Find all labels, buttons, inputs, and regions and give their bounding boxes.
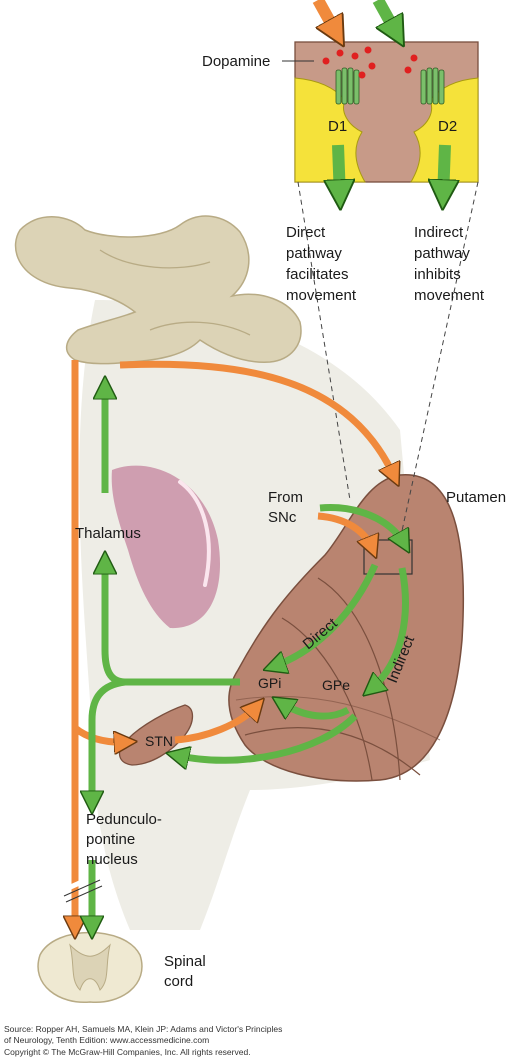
putamen-boundary: [244, 727, 421, 776]
spinal-cord-label-line2: cord: [164, 973, 193, 990]
gpi-label: GPi: [258, 675, 281, 691]
spinal-cord-label-line1: Spinal: [164, 953, 206, 970]
d1-output-arrow: [338, 144, 340, 198]
direct-caption-line4: movement: [286, 287, 357, 304]
indirect-caption-line1: Indirect: [414, 224, 464, 241]
d1-receptor-cell: [294, 77, 366, 183]
d2-channel-icon: [420, 67, 445, 105]
snc-d1-arrow: [317, 512, 373, 550]
putamen-boundary: [281, 617, 373, 781]
source-line1: Source: Ropper AH, Samuels MA, Klein JP:…: [4, 1024, 282, 1034]
cortex-shape: [14, 215, 302, 365]
dopamine-label: Dopamine: [202, 53, 270, 70]
inhibitory-input-arrow: [372, 0, 398, 36]
indirect-caption-line4: movement: [414, 287, 485, 304]
synapse-inset: [294, 0, 479, 198]
cortico-stn-arrow: [72, 725, 128, 742]
putamen-label: Putamen: [446, 489, 506, 506]
indirect-pathway-arrow: [370, 567, 409, 690]
dopamine-molecule-icons: [322, 46, 418, 79]
direct-caption-line3: facilitates: [286, 266, 349, 283]
spinal-cord-section: [37, 931, 143, 1003]
cortico-striatal-arrow: [119, 360, 395, 478]
thalamus-shape: [111, 465, 220, 629]
source-line2: of Neurology, Tenth Edition: www.accessm…: [4, 1035, 209, 1045]
gpe-stn-arrow: [175, 713, 358, 760]
indirect-caption-line3: inhibits: [414, 266, 461, 283]
direct-caption-line2: pathway: [286, 245, 342, 262]
from-snc-label-line2: SNc: [268, 509, 297, 526]
from-snc-label-line1: From: [268, 489, 303, 506]
excitatory-pathways: [75, 360, 395, 930]
cortex-sulcus: [149, 321, 251, 336]
indirect-caption-line2: pathway: [414, 245, 470, 262]
ppn-label-line3: nucleus: [86, 851, 138, 868]
inhibitory-pathways: [92, 385, 405, 930]
stn-label: STN: [145, 733, 173, 749]
d1-channel-icon: [335, 67, 360, 105]
d1-label: D1: [328, 118, 347, 135]
gpe-label: GPe: [322, 677, 350, 693]
cortex-sulcus: [99, 249, 211, 269]
copyright-line: Copyright © The McGraw-Hill Companies, I…: [4, 1047, 251, 1057]
ppn-label-line1: Pedunculo-: [86, 811, 162, 828]
thalamus-highlight: [178, 480, 211, 587]
tract-break-marks: [62, 877, 103, 903]
dopamine-input-arrow: [312, 0, 338, 36]
gpe-gpi-arrow: [280, 702, 350, 716]
direct-caption-line1: Direct: [286, 224, 326, 241]
projection-line: [399, 181, 479, 541]
snc-d2-arrow: [319, 504, 405, 545]
thalamus-label: Thalamus: [75, 525, 141, 542]
d2-label: D2: [438, 118, 457, 135]
stn-gpi-arrow: [174, 705, 258, 744]
ppn-label-line2: pontine: [86, 831, 135, 848]
putamen-boundary: [317, 577, 401, 781]
direct-pathway-arrow: [272, 563, 379, 667]
d2-output-arrow: [443, 144, 445, 198]
d2-receptor-cell: [410, 77, 479, 183]
gpi-ppn-arrow: [92, 678, 126, 805]
